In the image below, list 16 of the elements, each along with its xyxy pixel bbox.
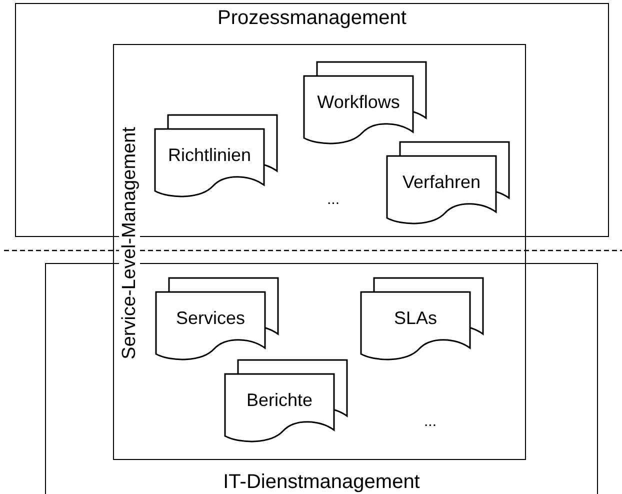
document-stack xyxy=(304,62,428,146)
document-stack xyxy=(387,142,511,226)
document-stack xyxy=(225,360,349,444)
document-stack xyxy=(155,115,279,199)
document-label: Services xyxy=(174,308,246,328)
document-label: Workflows xyxy=(316,92,401,112)
area-title: IT-Dienstmanagement xyxy=(222,471,421,493)
document-stack xyxy=(156,278,280,362)
ellipsis-text: ... xyxy=(327,192,340,208)
document-stack xyxy=(361,278,485,362)
document-label: Berichte xyxy=(245,390,314,410)
document-label: Richtlinien xyxy=(166,145,252,165)
document-label: Verfahren xyxy=(401,172,482,192)
document-label: SLAs xyxy=(392,308,438,328)
ellipsis-text: ... xyxy=(424,414,437,430)
area-title: Prozessmanagement xyxy=(216,7,408,29)
